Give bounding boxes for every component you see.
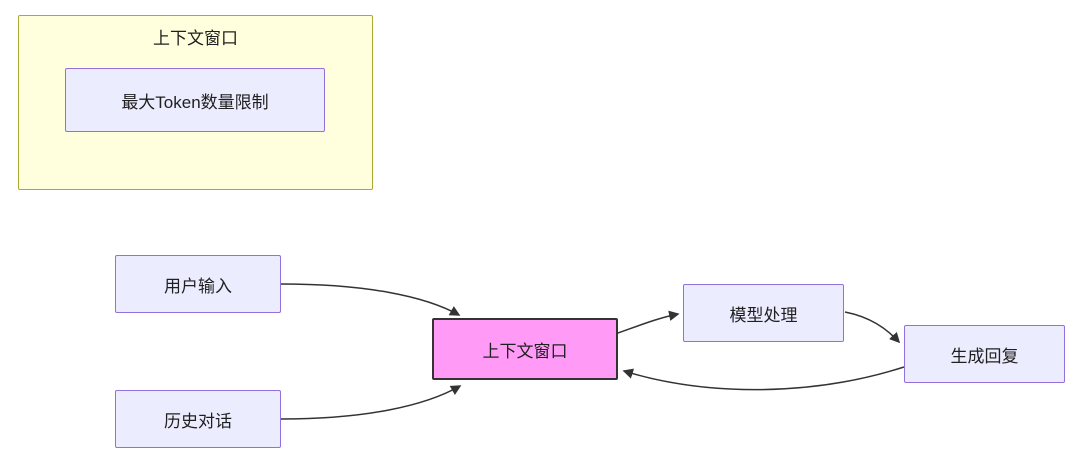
- edge-user-input-to-context-window: [280, 283, 461, 316]
- node-context-window: 上下文窗口: [432, 318, 618, 380]
- edge-reply-to-context-window: [622, 366, 905, 391]
- node-model-processing: 模型处理: [683, 284, 844, 342]
- node-history-dialog: 历史对话: [115, 390, 281, 448]
- edge-context-window-to-model: [617, 310, 680, 334]
- subgraph-title: 上下文窗口: [153, 29, 238, 48]
- edge-model-to-reply: [844, 311, 901, 344]
- node-generate-reply: 生成回复: [904, 325, 1065, 383]
- node-token-limit: 最大Token数量限制: [65, 68, 325, 132]
- edge-history-to-context-window: [280, 385, 462, 420]
- node-user-input: 用户输入: [115, 255, 281, 313]
